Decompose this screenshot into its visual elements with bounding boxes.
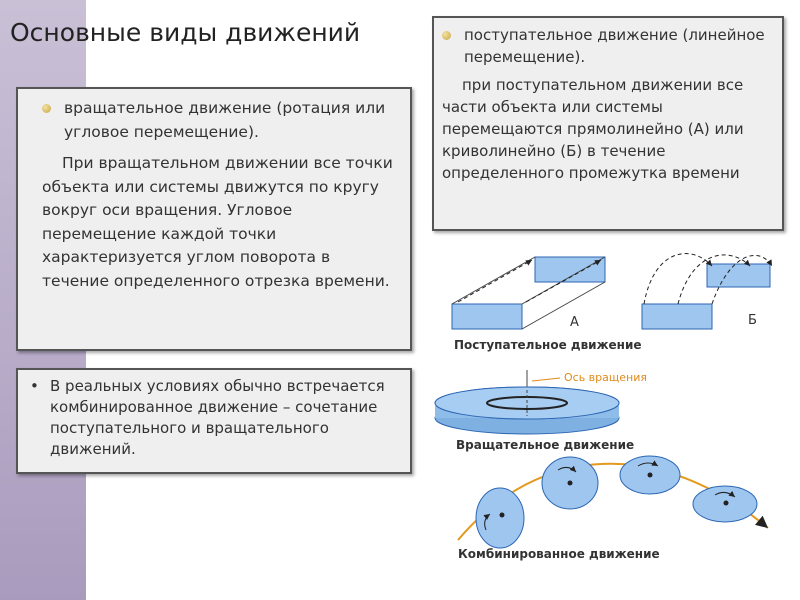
bullet-icon: • (30, 377, 39, 395)
spin-arrow-icon (637, 460, 659, 467)
center-dot-icon (647, 472, 653, 478)
center-dot-icon (567, 480, 573, 486)
slide-title: Основные виды движений (10, 18, 361, 47)
rotational-heading: вращательное движение (ротация или углов… (64, 99, 386, 141)
caption-combined: Комбинированное движение (458, 547, 660, 561)
curve-arrow (643, 253, 713, 305)
combined-line: • В реальных условиях обычно встречается… (28, 376, 400, 460)
combined-motion-box: • В реальных условиях обычно встречается… (16, 368, 412, 474)
rotational-motion-box: вращательное движение (ротация или углов… (16, 87, 412, 351)
combined-diagram (457, 455, 769, 549)
spin-arrow-icon (483, 513, 491, 531)
caption-translational: Поступательное движение (454, 338, 642, 352)
center-dot-icon (499, 512, 505, 518)
spin-arrow-icon (557, 465, 577, 473)
translational-motion-box: поступательное движение (линейное переме… (432, 16, 784, 231)
block-end-shape (706, 263, 771, 288)
spin-arrow-icon (714, 490, 736, 498)
bullet-icon (442, 31, 451, 40)
curve-arrow (677, 254, 751, 305)
path-arrow (525, 259, 602, 303)
edge-line (521, 281, 606, 330)
motion-illustration: А Б Поступательное движение Ось вращения… (434, 253, 773, 561)
edge-line (451, 256, 536, 305)
translational-body: при поступательном движении все части об… (442, 76, 744, 182)
translational-heading-line: поступательное движение (линейное переме… (442, 24, 772, 68)
axis-pointer-line (531, 377, 561, 382)
caption-rotational: Вращательное движение (456, 438, 634, 452)
path-arrow (457, 259, 533, 303)
label-b: Б (748, 313, 757, 328)
axis-label: Ось вращения (564, 371, 647, 384)
translational-straight-diagram: А (451, 256, 606, 330)
rotational-heading-line: вращательное движение (ротация или углов… (42, 97, 396, 144)
combined-text: В реальных условиях обычно встречается к… (50, 377, 385, 458)
combined-body-shape (475, 487, 525, 549)
bullet-icon (42, 104, 51, 113)
translational-curved-diagram: Б (641, 253, 773, 330)
translational-heading: поступательное движение (линейное переме… (464, 26, 765, 66)
curve-arrow (711, 254, 773, 305)
rotational-body: При вращательном движении все точки объе… (42, 154, 393, 290)
block-start-shape (641, 303, 713, 330)
block-start-shape (451, 303, 523, 330)
block-end-shape (534, 256, 606, 283)
label-a: А (570, 315, 579, 330)
rotational-diagram: Ось вращения (434, 370, 647, 435)
center-dot-icon (723, 500, 729, 506)
